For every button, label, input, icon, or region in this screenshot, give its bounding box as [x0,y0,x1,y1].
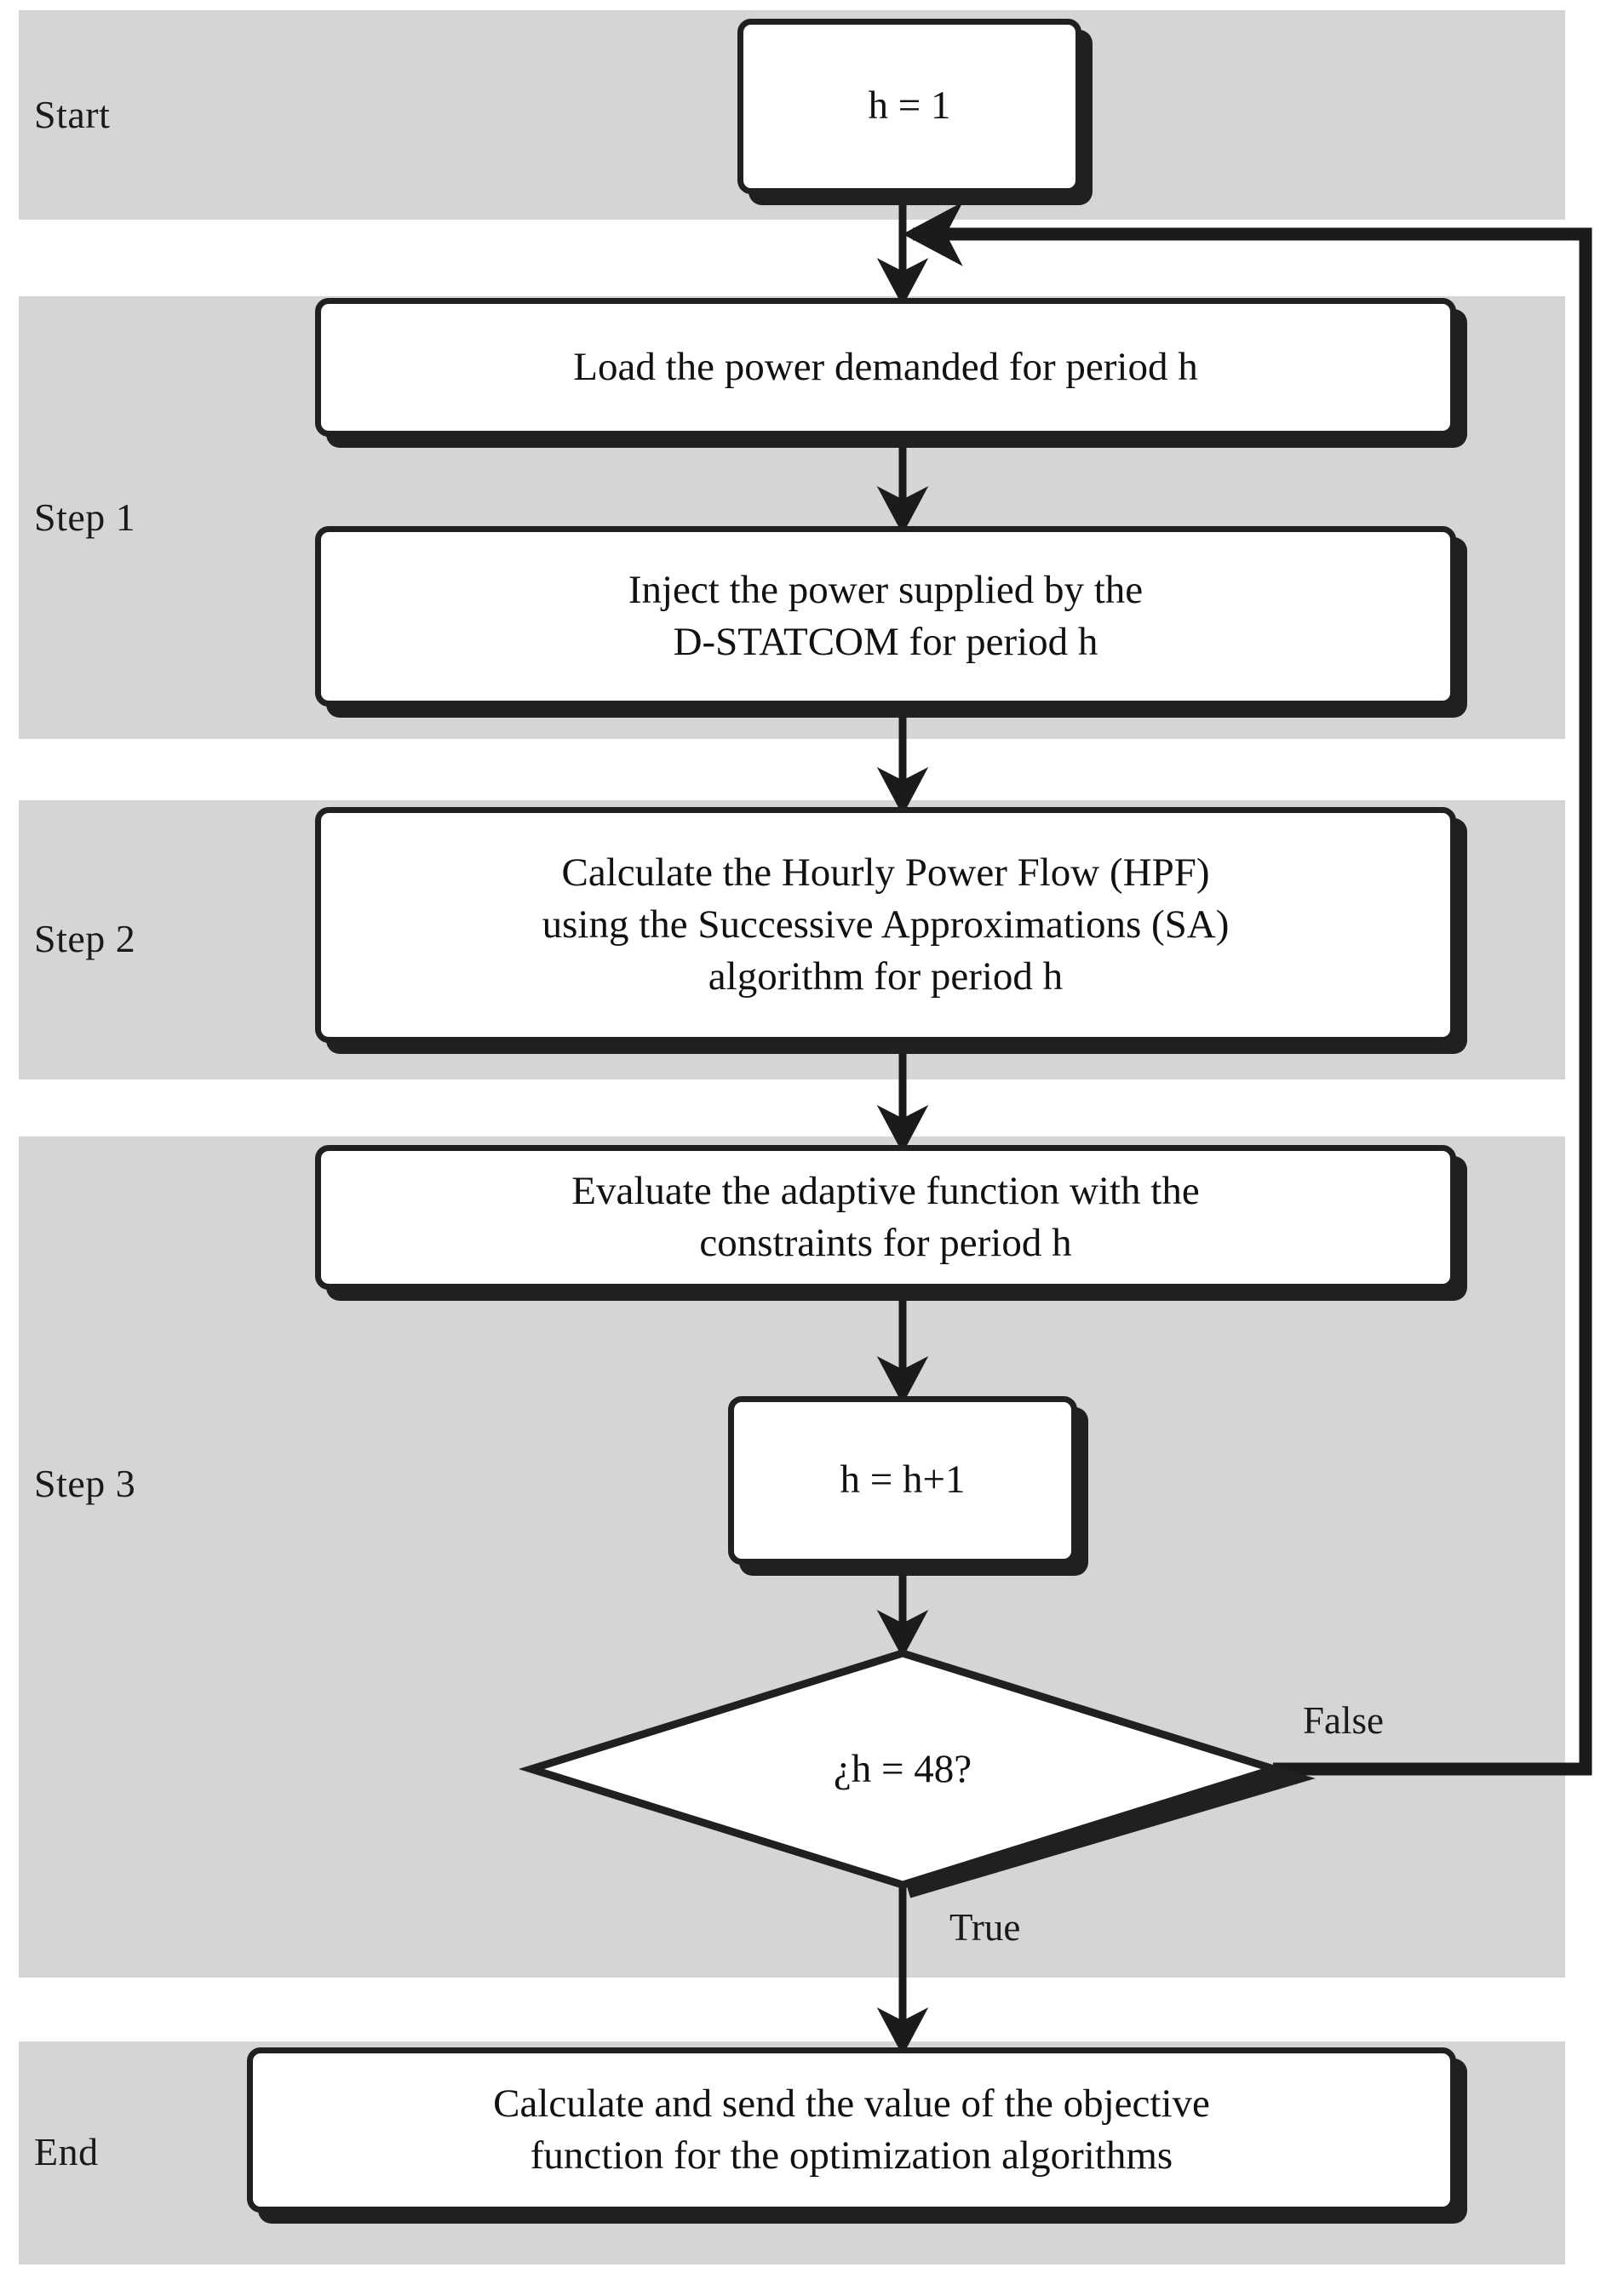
node-evaluate-adaptive-text: Evaluate the adaptive function with the … [571,1168,1200,1265]
node-load-demand[interactable]: Load the power demanded for period h [315,298,1456,437]
node-load-demand-text: Load the power demanded for period h [573,344,1198,389]
node-increment[interactable]: h = h+1 [728,1396,1077,1565]
node-objective[interactable]: Calculate and send the value of the obje… [247,2047,1456,2213]
decision-shape [518,1649,1316,1898]
node-hourly-power-flow-text: Calculate the Hourly Power Flow (HPF) us… [542,850,1230,999]
step-label-start: Start [34,93,111,136]
node-objective-text: Calculate and send the value of the obje… [493,2081,1210,2178]
node-hourly-power-flow[interactable]: Calculate the Hourly Power Flow (HPF) us… [315,807,1456,1043]
step-label-end: End [34,2130,99,2173]
node-init[interactable]: h = 1 [737,19,1081,194]
node-increment-text: h = h+1 [840,1457,966,1503]
node-decision[interactable]: ¿h = 48? [485,1649,1320,1898]
step-label-step3: Step 3 [34,1462,136,1505]
branch-label-true: True [949,1906,1021,1949]
node-inject-power-text: Inject the power supplied by the D-STATC… [628,567,1144,664]
node-inject-power[interactable]: Inject the power supplied by the D-STATC… [315,526,1456,707]
branch-label-false: False [1303,1699,1384,1742]
node-evaluate-adaptive[interactable]: Evaluate the adaptive function with the … [315,1145,1456,1290]
step-label-step1: Step 1 [34,495,136,539]
step-label-step2: Step 2 [34,917,136,960]
node-init-text: h = 1 [868,83,951,129]
